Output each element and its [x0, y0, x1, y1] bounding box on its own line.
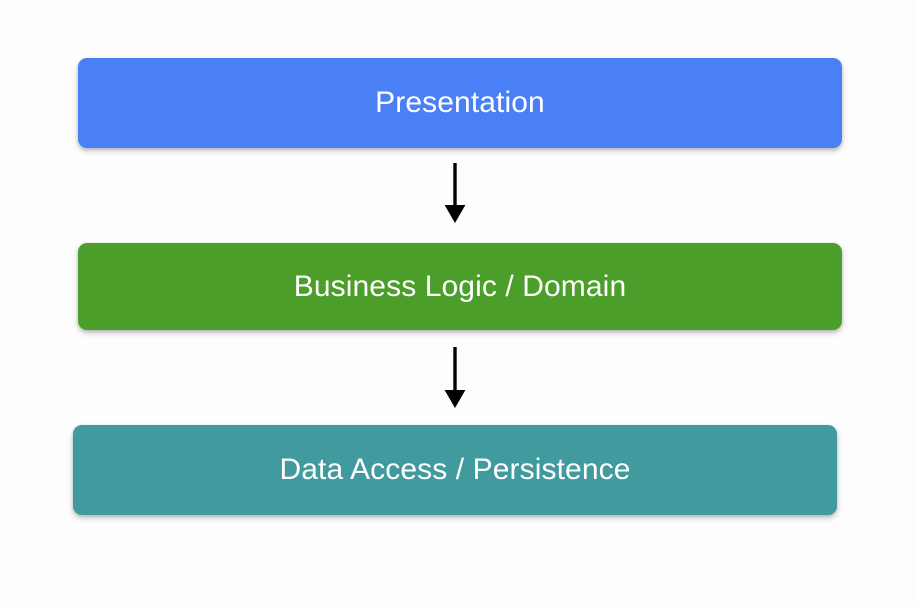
arrow-business-to-data-icon	[444, 347, 466, 408]
node-business-logic[interactable]: Business Logic / Domain	[78, 243, 842, 330]
node-presentation[interactable]: Presentation	[78, 58, 842, 148]
node-data-access-label: Data Access / Persistence	[279, 453, 631, 486]
arrow-presentation-to-business-icon	[444, 163, 466, 223]
node-business-logic-label: Business Logic / Domain	[293, 269, 627, 303]
node-data-access[interactable]: Data Access / Persistence	[73, 425, 837, 515]
node-presentation-label: Presentation	[375, 86, 545, 119]
